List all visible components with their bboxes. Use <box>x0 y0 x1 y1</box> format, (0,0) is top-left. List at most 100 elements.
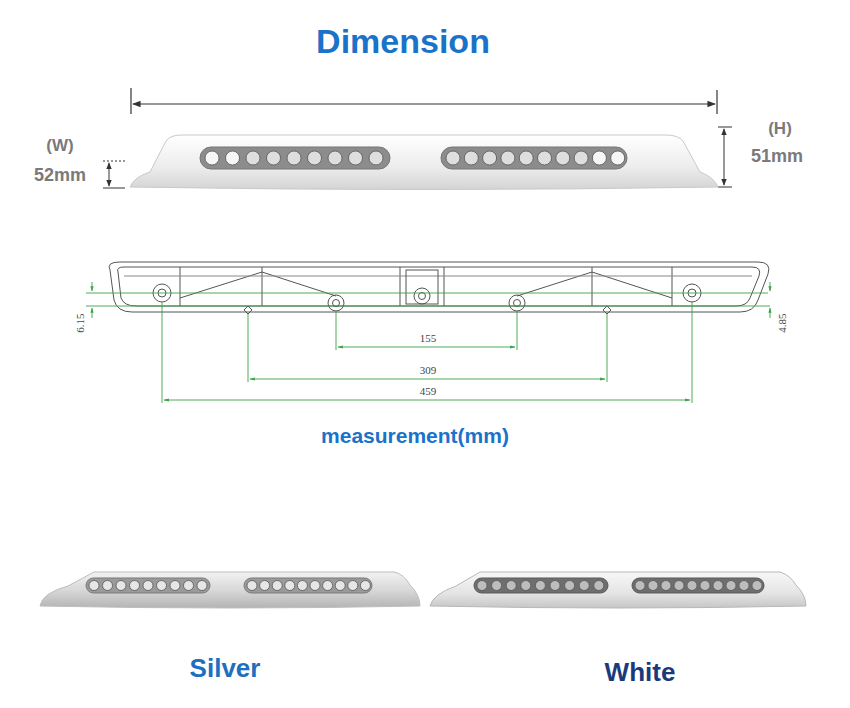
dimension-value: 309 <box>420 364 437 376</box>
extension-line <box>718 127 732 128</box>
led <box>446 151 460 165</box>
extension-line <box>607 314 608 382</box>
led <box>550 581 560 591</box>
extension-line <box>162 302 163 403</box>
led-row <box>205 151 625 165</box>
led <box>170 581 180 591</box>
led <box>297 581 307 591</box>
led <box>130 581 140 591</box>
led-group <box>89 581 207 591</box>
extension-line <box>130 88 131 114</box>
led <box>556 151 570 165</box>
led <box>89 581 99 591</box>
rib <box>180 267 181 306</box>
led <box>592 151 606 165</box>
led <box>565 581 575 591</box>
dimension-value: 155 <box>420 332 437 344</box>
led <box>116 581 126 591</box>
housing <box>130 135 718 190</box>
led-window <box>474 578 608 593</box>
dimension-line <box>770 282 771 291</box>
color-caption: White <box>605 658 676 687</box>
led-window <box>632 578 764 593</box>
led <box>726 581 736 591</box>
extension-line <box>103 188 125 189</box>
dimension-line <box>92 308 93 318</box>
led <box>752 581 762 591</box>
led-group <box>446 151 625 165</box>
led <box>477 581 487 591</box>
led-row <box>89 581 370 591</box>
length-dimension <box>131 88 717 114</box>
extension-line <box>336 311 337 350</box>
dimension-value: 52mm <box>34 166 86 186</box>
extension-line <box>517 311 518 350</box>
led <box>287 151 301 165</box>
dimension-value: 459 <box>420 385 437 397</box>
led <box>267 151 281 165</box>
led <box>538 151 552 165</box>
led-window <box>441 147 627 169</box>
led-group <box>247 581 370 591</box>
locator-mark <box>244 306 252 314</box>
led <box>648 581 658 591</box>
extension-line <box>716 90 717 114</box>
housing <box>40 572 420 608</box>
led-group <box>205 151 383 165</box>
led <box>143 581 153 591</box>
led <box>360 581 370 591</box>
led <box>574 151 588 165</box>
dimension-line <box>109 163 110 186</box>
extension-line <box>86 306 770 307</box>
led <box>519 151 533 165</box>
led <box>579 581 589 591</box>
led <box>328 151 342 165</box>
led <box>310 581 320 591</box>
led <box>521 581 531 591</box>
dimension-line <box>250 379 605 380</box>
locator-mark <box>603 306 611 314</box>
led <box>535 581 545 591</box>
led <box>492 581 502 591</box>
led <box>335 581 345 591</box>
width-dimension <box>103 161 125 188</box>
led <box>197 581 207 591</box>
dimension-line <box>770 308 771 318</box>
led-window <box>244 578 372 593</box>
color-caption: Silver <box>190 654 261 683</box>
led <box>285 581 295 591</box>
led <box>739 581 749 591</box>
rib <box>400 267 401 306</box>
rib <box>262 267 263 306</box>
screw-hole <box>514 300 521 307</box>
extension-line <box>86 293 768 294</box>
led <box>246 151 260 165</box>
led <box>260 581 270 591</box>
dimension-axis: (W) <box>46 137 73 156</box>
center-boss <box>406 270 438 304</box>
extension-line <box>103 161 125 162</box>
rib <box>444 267 445 306</box>
led <box>483 151 497 165</box>
led <box>247 581 257 591</box>
rib <box>592 267 593 306</box>
dimension-line <box>92 282 93 291</box>
led-group <box>477 581 604 591</box>
page-title: Dimension <box>316 23 490 60</box>
silver-light-bar <box>40 572 420 608</box>
dimension-axis: (H) <box>768 120 792 139</box>
led <box>369 151 383 165</box>
extension-line <box>718 187 732 188</box>
dimension-value: 6.15 <box>74 313 86 332</box>
led <box>661 581 671 591</box>
screw-hole <box>414 288 430 304</box>
inner-outline <box>118 267 760 306</box>
led-row <box>477 581 762 591</box>
white-light-bar <box>430 572 806 608</box>
led <box>611 151 625 165</box>
dimension-line <box>133 103 715 104</box>
screw-hole <box>328 295 344 311</box>
led <box>674 581 684 591</box>
led <box>205 151 219 165</box>
